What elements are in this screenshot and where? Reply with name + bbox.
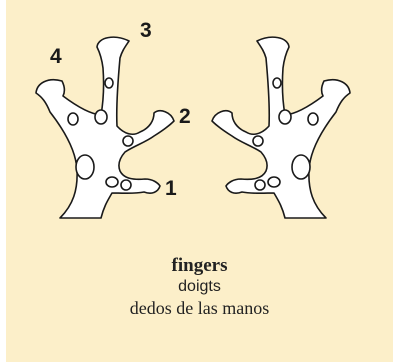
finger-number-3: 3: [140, 19, 152, 42]
finger-number-2: 2: [179, 105, 191, 128]
caption-english: fingers: [6, 255, 393, 277]
finger-number-1: 1: [165, 177, 177, 200]
finger-number-4: 4: [50, 45, 62, 68]
caption-block: fingers doigts dedos de las manos: [6, 255, 393, 319]
caption-french: doigts: [6, 277, 393, 297]
right-hand: [212, 37, 350, 218]
caption-spanish: dedos de las manos: [6, 297, 393, 319]
